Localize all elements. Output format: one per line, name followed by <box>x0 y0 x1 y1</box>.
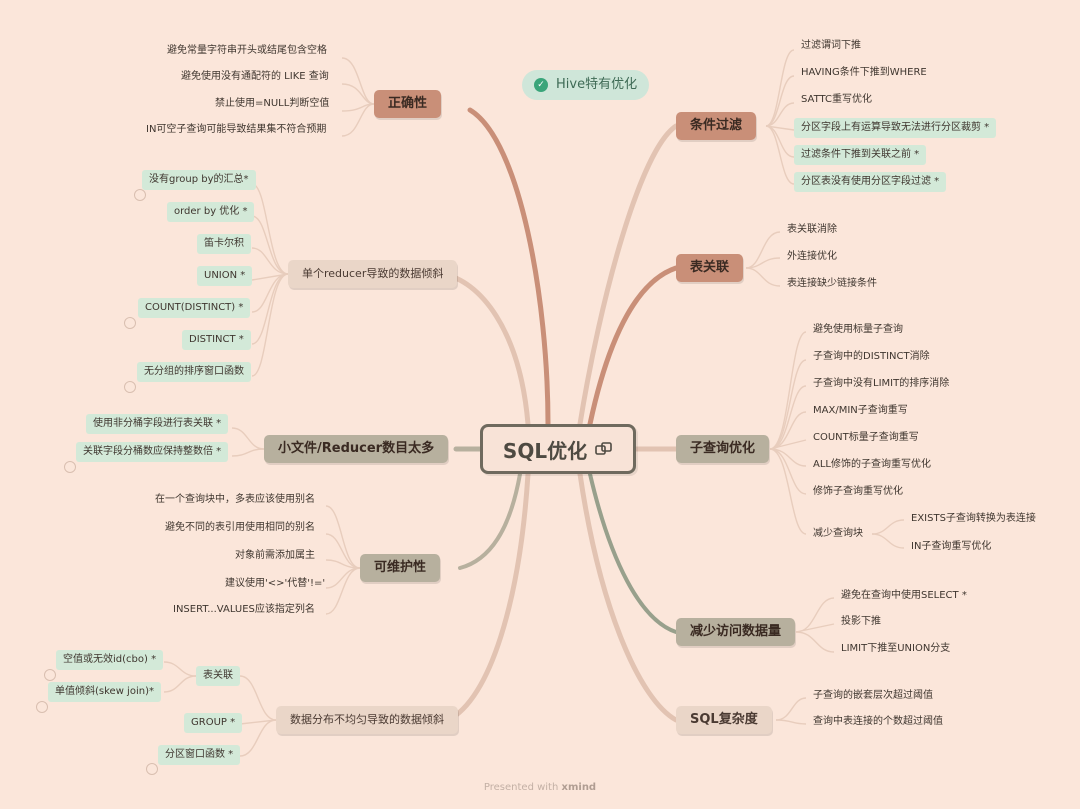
branch-uneven-data[interactable]: 数据分布不均匀导致的数据倾斜 <box>276 706 458 734</box>
xmind-brand: xmind <box>561 782 597 793</box>
hive-optimization-tag[interactable]: ✓ Hive特有优化 <box>522 70 650 100</box>
hive-tag-label: Hive特有优化 <box>556 77 638 92</box>
small-files-item[interactable]: 使用非分桶字段进行表关联 * <box>86 414 229 434</box>
condition-filter-item[interactable]: HAVING条件下推到WHERE <box>801 67 927 78</box>
note-badge <box>146 763 158 775</box>
link-table-join <box>587 265 679 427</box>
subquery-item[interactable]: COUNT标量子查询重写 <box>813 432 919 443</box>
single-reducer-item[interactable]: UNION * <box>197 266 253 286</box>
single-reducer-item[interactable]: order by 优化 * <box>167 202 255 222</box>
note-badge <box>124 317 136 329</box>
branch-table-join[interactable]: 表关联 <box>676 254 744 282</box>
subquery-item[interactable]: 子查询中没有LIMIT的排序消除 <box>813 378 950 389</box>
maintainability-item[interactable]: 在一个查询块中，多表应该使用别名 <box>155 494 315 505</box>
branch-single-reducer[interactable]: 单个reducer导致的数据倾斜 <box>288 260 458 288</box>
footer-credit: Presented with xmind <box>483 782 597 793</box>
single-reducer-item[interactable]: 没有group by的汇总* <box>142 170 256 190</box>
note-badge <box>36 701 48 713</box>
branch-subquery[interactable]: 子查询优化 <box>676 435 770 463</box>
maintainability-item[interactable]: INSERT...VALUES应该指定列名 <box>173 604 315 615</box>
link-condition-filter <box>577 123 679 427</box>
correctness-item[interactable]: 避免使用没有通配符的 LIKE 查询 <box>181 71 329 82</box>
note-badge <box>124 381 136 393</box>
note-badge <box>44 669 56 681</box>
table-join-item[interactable]: 外连接优化 <box>787 251 837 262</box>
reduce-blocks-item[interactable]: EXISTS子查询转换为表连接 <box>911 513 1036 524</box>
note-badge <box>134 189 146 201</box>
branch-correctness[interactable]: 正确性 <box>374 90 442 118</box>
single-reducer-item[interactable]: 无分组的排序窗口函数 <box>137 362 251 382</box>
maintainability-item[interactable]: 避免不同的表引用使用相同的别名 <box>165 522 315 533</box>
central-title: SQL优化 <box>502 438 588 463</box>
branch-small-files[interactable]: 小文件/Reducer数目太多 <box>264 435 449 463</box>
subquery-item[interactable]: MAX/MIN子查询重写 <box>813 405 908 416</box>
uneven-join-node[interactable]: 表关联 <box>196 666 240 686</box>
complexity-item[interactable]: 查询中表连接的个数超过阈值 <box>813 716 943 727</box>
uneven-join-item[interactable]: 单值倾斜(skew join)* <box>48 682 161 702</box>
condition-filter-item[interactable]: 分区字段上有运算导致无法进行分区裁剪 * <box>794 118 997 138</box>
single-reducer-item[interactable]: COUNT(DISTINCT) * <box>138 298 251 318</box>
reduce-blocks-node[interactable]: 减少查询块 <box>813 528 863 539</box>
subquery-item[interactable]: 避免使用标量子查询 <box>813 324 903 335</box>
reduce-access-item[interactable]: 避免在查询中使用SELECT * <box>841 590 967 601</box>
maintainability-item[interactable]: 建议使用'<>'代替'!=' <box>225 578 326 589</box>
link-uneven-data <box>445 471 531 723</box>
uneven-join-item[interactable]: 空值或无效id(cbo) * <box>56 650 164 670</box>
table-join-item[interactable]: 表关联消除 <box>787 224 837 235</box>
link-complexity <box>577 471 679 723</box>
link-reduce-access <box>588 472 678 634</box>
uneven-data-item[interactable]: 分区窗口函数 * <box>158 745 241 765</box>
subquery-item[interactable]: ALL修饰的子查询重写优化 <box>813 459 931 470</box>
condition-filter-item[interactable]: 分区表没有使用分区字段过滤 * <box>794 172 947 192</box>
reduce-access-item[interactable]: 投影下推 <box>841 616 881 627</box>
single-reducer-item[interactable]: DISTINCT * <box>182 330 251 350</box>
condition-filter-item[interactable]: SATTC重写优化 <box>801 94 873 105</box>
table-join-item[interactable]: 表连接缺少链接条件 <box>787 278 877 289</box>
uneven-data-item[interactable]: GROUP * <box>184 713 243 733</box>
correctness-item[interactable]: 避免常量字符串开头或结尾包含空格 <box>167 45 327 56</box>
maintainability-item[interactable]: 对象前需添加属主 <box>235 550 315 561</box>
condition-filter-item[interactable]: 过滤谓词下推 <box>801 40 861 51</box>
link-single-reducer <box>439 271 531 427</box>
branch-condition-filter[interactable]: 条件过滤 <box>676 112 757 140</box>
reduce-access-item[interactable]: LIMIT下推至UNION分支 <box>841 643 951 654</box>
single-reducer-item[interactable]: 笛卡尔积 <box>197 234 251 254</box>
reduce-blocks-item[interactable]: IN子查询重写优化 <box>911 541 992 552</box>
branch-maintainability[interactable]: 可维护性 <box>360 554 441 582</box>
branch-complexity[interactable]: SQL复杂度 <box>676 706 772 734</box>
link-correctness <box>467 107 551 427</box>
subquery-item[interactable]: 修饰子查询重写优化 <box>813 486 903 497</box>
link-copy-icon <box>595 442 612 455</box>
central-topic[interactable]: SQL优化 <box>480 424 636 474</box>
link-maintainability <box>458 472 522 570</box>
condition-filter-item[interactable]: 过滤条件下推到关联之前 * <box>794 145 927 165</box>
correctness-item[interactable]: IN可空子查询可能导致结果集不符合预期 <box>146 124 327 135</box>
note-badge <box>64 461 76 473</box>
small-files-item[interactable]: 关联字段分桶数应保持整数倍 * <box>76 442 229 462</box>
branch-reduce-access[interactable]: 减少访问数据量 <box>676 618 796 646</box>
correctness-item[interactable]: 禁止使用=NULL判断空值 <box>215 98 330 109</box>
check-circle-icon: ✓ <box>534 78 548 92</box>
subquery-item[interactable]: 子查询中的DISTINCT消除 <box>813 351 930 362</box>
complexity-item[interactable]: 子查询的嵌套层次超过阈值 <box>813 690 933 701</box>
